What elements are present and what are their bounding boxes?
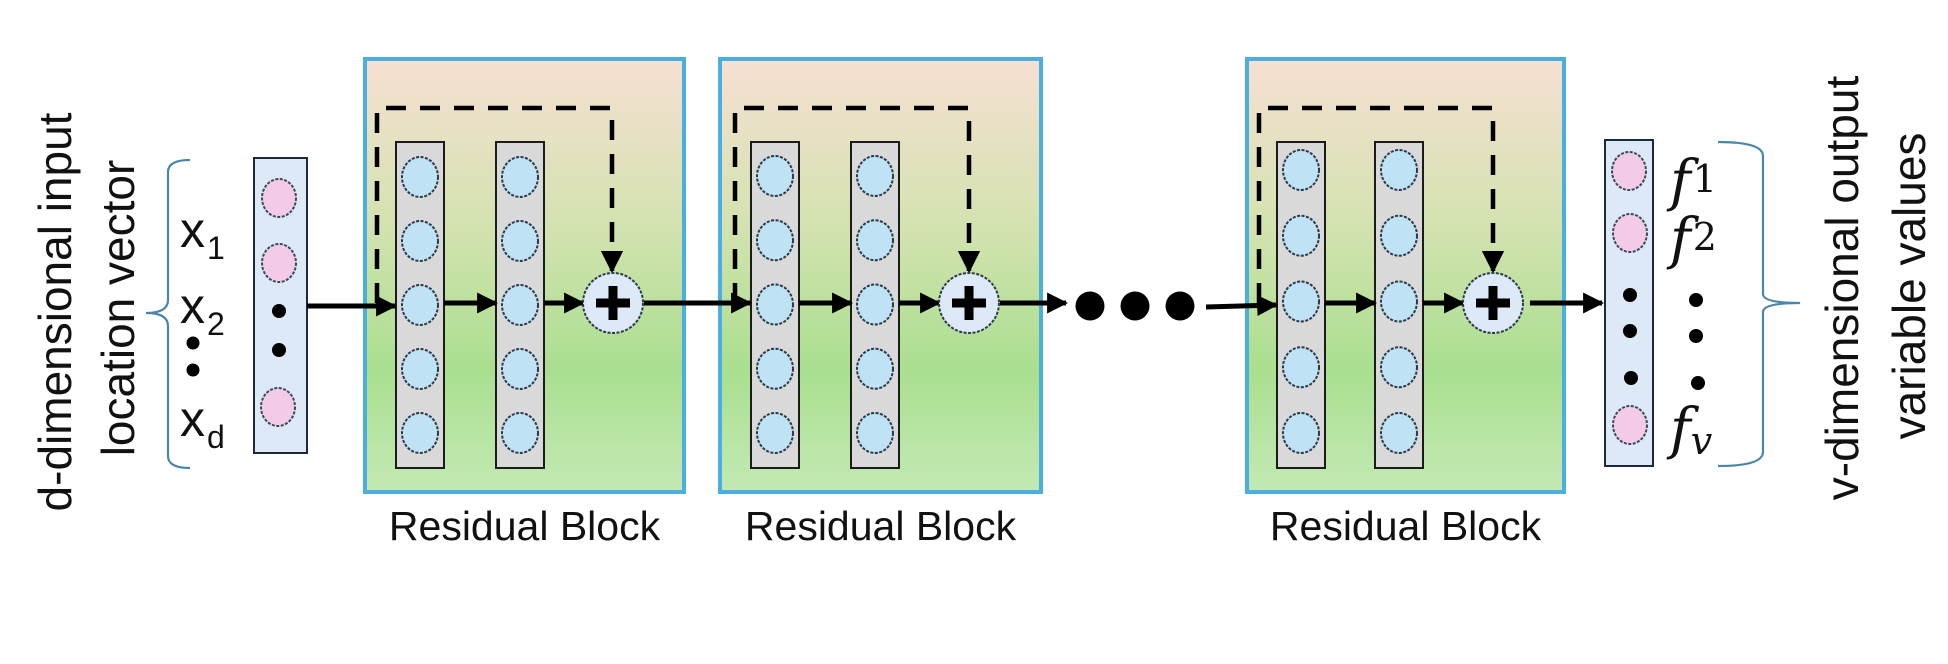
input-node [261,243,297,283]
neuron [1282,280,1320,323]
output-node [1612,405,1648,445]
ellipsis-dot [1075,291,1105,321]
output-brace [1717,140,1801,468]
neuron [501,220,539,262]
residual-blocks: Residual Block Residual Block Residual Blo… [363,57,1566,549]
plus-icon-v [964,286,974,320]
neuron [1380,149,1418,191]
input-var-x2: x2 [180,278,225,342]
sum-node [1462,272,1524,334]
neuron [501,284,539,326]
neuron [501,156,539,198]
neuron [856,412,894,454]
neuron [1380,214,1418,257]
sum-node [582,272,644,334]
sum-node [938,272,1000,334]
input-side-label: d-dimensional input location vector [29,112,144,511]
ellipsis-to-block3-arrow [1205,295,1279,317]
hidden-layer [850,141,900,469]
neuron [401,156,439,198]
residual-block-label: Residual Block [389,503,661,549]
output-vector [1604,139,1654,467]
neuron [1380,412,1418,454]
input-label-line-1: d-dimensional input [29,112,81,511]
neuron [501,412,539,454]
neuron [1380,280,1418,323]
skip-connection [1256,105,1505,303]
output-var-ellipsis-dot [1689,329,1703,343]
neuron [756,219,794,262]
input-node [260,387,296,427]
hidden-layer [1374,141,1424,469]
neuron [401,348,439,390]
neuron [756,412,794,454]
output-node-ellipsis-dot [1624,371,1638,385]
residual-block-label: Residual Block [1270,503,1542,549]
neuron [756,347,794,390]
neuron [401,220,439,262]
input-variables: x1 x2 xd [180,202,225,455]
output-var-ellipsis-dot [1689,293,1703,307]
output-var-fv: fv [1666,397,1713,463]
output-node-ellipsis-dot [1623,324,1637,338]
input-label-line-2: location vector [92,160,144,457]
neuron [856,347,894,390]
output-node-ellipsis-dot [1623,288,1637,302]
output-side-label: v-dimensional output variable values [1816,76,1935,501]
neuron [401,284,439,326]
plus-icon-v [608,286,618,320]
neuron [856,155,894,197]
skip-connection [732,105,981,303]
neuron [401,412,439,454]
neuron [1380,346,1418,389]
output-var-f2: f2 [1666,207,1717,272]
neuron [1282,346,1320,389]
residual-block: Residual Block [363,57,686,549]
input-vector [253,157,308,454]
input-node [261,178,297,218]
input-brace [145,158,191,470]
between-blocks-ellipsis [1075,291,1195,321]
neuron [756,283,794,326]
input-node-ellipsis-dot [272,343,286,357]
skip-connection [374,105,624,303]
output-label-line-2: variable values [1883,133,1935,440]
hidden-layer [1276,141,1326,469]
neuron [856,219,894,262]
neuron [1282,214,1320,257]
neuron [1282,149,1320,191]
ellipsis-dot [1165,291,1195,321]
neuron [856,283,894,326]
output-var-f1: f1 [1666,149,1717,214]
ellipsis-dot [1120,291,1150,321]
output-label-line-1: v-dimensional output [1816,76,1868,501]
residual-block: Residual Block [1245,57,1566,549]
output-variables: f1 f2 fv [1666,149,1717,463]
input-node-ellipsis-dot [272,304,286,318]
neuron [756,155,794,197]
plus-icon-v [1488,286,1498,320]
input-var-x1: x1 [180,202,225,266]
output-node [1611,151,1647,191]
output-var-ellipsis-dot [1691,376,1705,390]
input-var-ellipsis-dot [186,363,200,377]
residual-block: Residual Block [718,57,1043,549]
input-var-xd: xd [180,391,225,455]
residual-block-label: Residual Block [745,503,1017,549]
neuron [1282,412,1320,454]
hidden-layer [495,141,545,469]
hidden-layer [395,141,445,469]
hidden-layer [750,141,800,469]
neuron [501,348,539,390]
input-var-ellipsis-dot [186,336,200,350]
output-node [1612,213,1648,253]
